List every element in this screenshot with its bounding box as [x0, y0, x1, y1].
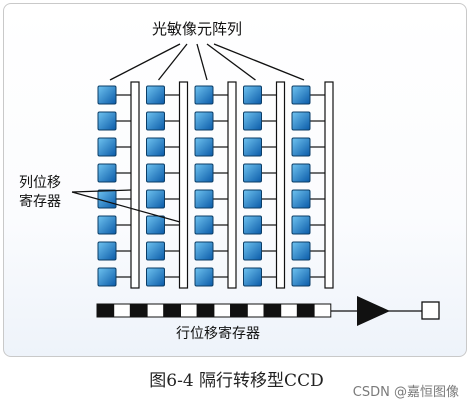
photosensitive-pixel — [146, 215, 165, 235]
pixel-array-title: 光敏像元阵列 — [152, 20, 242, 38]
row-register-segment — [213, 303, 232, 318]
photosensitive-pixel — [146, 241, 165, 261]
photosensitive-pixel — [243, 137, 262, 157]
photosensitive-pixel — [146, 267, 165, 287]
photosensitive-pixel — [291, 163, 311, 183]
photosensitive-pixel — [291, 215, 311, 235]
photosensitive-pixel — [97, 163, 117, 183]
pixel-columns — [97, 81, 334, 289]
photosensitive-pixel — [194, 189, 214, 209]
row-register-segment — [113, 303, 131, 318]
row-register-segment — [296, 303, 315, 318]
photosensitive-pixel — [194, 85, 214, 105]
watermark: CSDN @嘉恒图像 — [352, 385, 459, 400]
column-register-pointer-lines — [71, 189, 181, 223]
photosensitive-pixel — [291, 85, 311, 105]
photosensitive-pixel — [291, 111, 311, 131]
photosensitive-pixel — [146, 163, 165, 183]
output-amplifier-icon — [357, 296, 390, 326]
column-shift-register — [324, 81, 334, 289]
photosensitive-pixel — [291, 267, 311, 287]
photosensitive-pixel — [194, 241, 214, 261]
photosensitive-pixel — [97, 137, 117, 157]
photosensitive-pixel — [243, 241, 262, 261]
column-shift-register — [178, 81, 189, 289]
output-node-icon — [421, 301, 440, 320]
photosensitive-pixel — [97, 85, 117, 105]
photosensitive-pixel — [291, 137, 311, 157]
row-register-segment — [163, 303, 182, 318]
photosensitive-pixel — [97, 189, 117, 209]
photosensitive-pixel — [146, 85, 165, 105]
photosensitive-pixel — [194, 215, 214, 235]
photosensitive-pixel — [243, 215, 262, 235]
title-pointer-line — [196, 43, 208, 81]
interline-ccd-diagram: 光敏像元阵列 列位移 寄存器 行位移寄存器 — [19, 20, 440, 342]
photosensitive-pixel — [243, 267, 262, 287]
row-register-segment — [246, 303, 265, 318]
figure-caption: 图6-4 隔行转移型CCD — [149, 371, 324, 391]
column-shift-register — [130, 81, 140, 289]
row-register-segment — [313, 303, 332, 318]
photosensitive-pixel — [243, 85, 262, 105]
row-register-segment — [263, 303, 282, 318]
row-register-segment — [280, 303, 298, 318]
row-register-segment — [230, 303, 248, 318]
column-shift-register — [275, 81, 286, 289]
photosensitive-pixel — [97, 267, 117, 287]
photosensitive-pixel — [243, 111, 262, 131]
row-register-label: 行位移寄存器 — [176, 325, 260, 342]
column-register-label-line2: 寄存器 — [19, 193, 61, 210]
photosensitive-pixel — [194, 137, 214, 157]
row-shift-register — [96, 303, 332, 318]
pixel-column — [291, 81, 334, 289]
column-register-pointer-line — [71, 191, 181, 223]
photosensitive-pixel — [97, 241, 117, 261]
row-register-segment — [129, 303, 148, 318]
row-register-segment — [96, 303, 115, 318]
photosensitive-pixel — [146, 137, 165, 157]
photosensitive-pixel — [291, 241, 311, 261]
title-pointer-line — [213, 43, 305, 81]
title-pointer-line — [157, 43, 188, 81]
title-pointer-line — [109, 43, 181, 81]
title-pointer-lines — [109, 43, 305, 81]
column-register-pointer-line — [71, 189, 132, 193]
row-register-segment — [196, 303, 215, 318]
row-register-segment — [146, 303, 165, 318]
photosensitive-pixel — [291, 189, 311, 209]
column-register-label-line1: 列位移 — [19, 175, 61, 191]
row-register-segment — [180, 303, 198, 318]
photosensitive-pixel — [97, 215, 117, 235]
photosensitive-pixel — [194, 163, 214, 183]
pixel-column — [146, 81, 189, 289]
photosensitive-pixel — [146, 111, 165, 131]
photosensitive-pixel — [146, 189, 165, 209]
photosensitive-pixel — [243, 189, 262, 209]
pixel-column — [97, 81, 140, 289]
title-pointer-line — [206, 43, 256, 81]
photosensitive-pixel — [194, 111, 214, 131]
column-shift-register — [227, 81, 237, 289]
photosensitive-pixel — [97, 111, 117, 131]
pixel-column — [243, 81, 286, 289]
photosensitive-pixel — [243, 163, 262, 183]
photosensitive-pixel — [194, 267, 214, 287]
pixel-column — [194, 81, 237, 289]
